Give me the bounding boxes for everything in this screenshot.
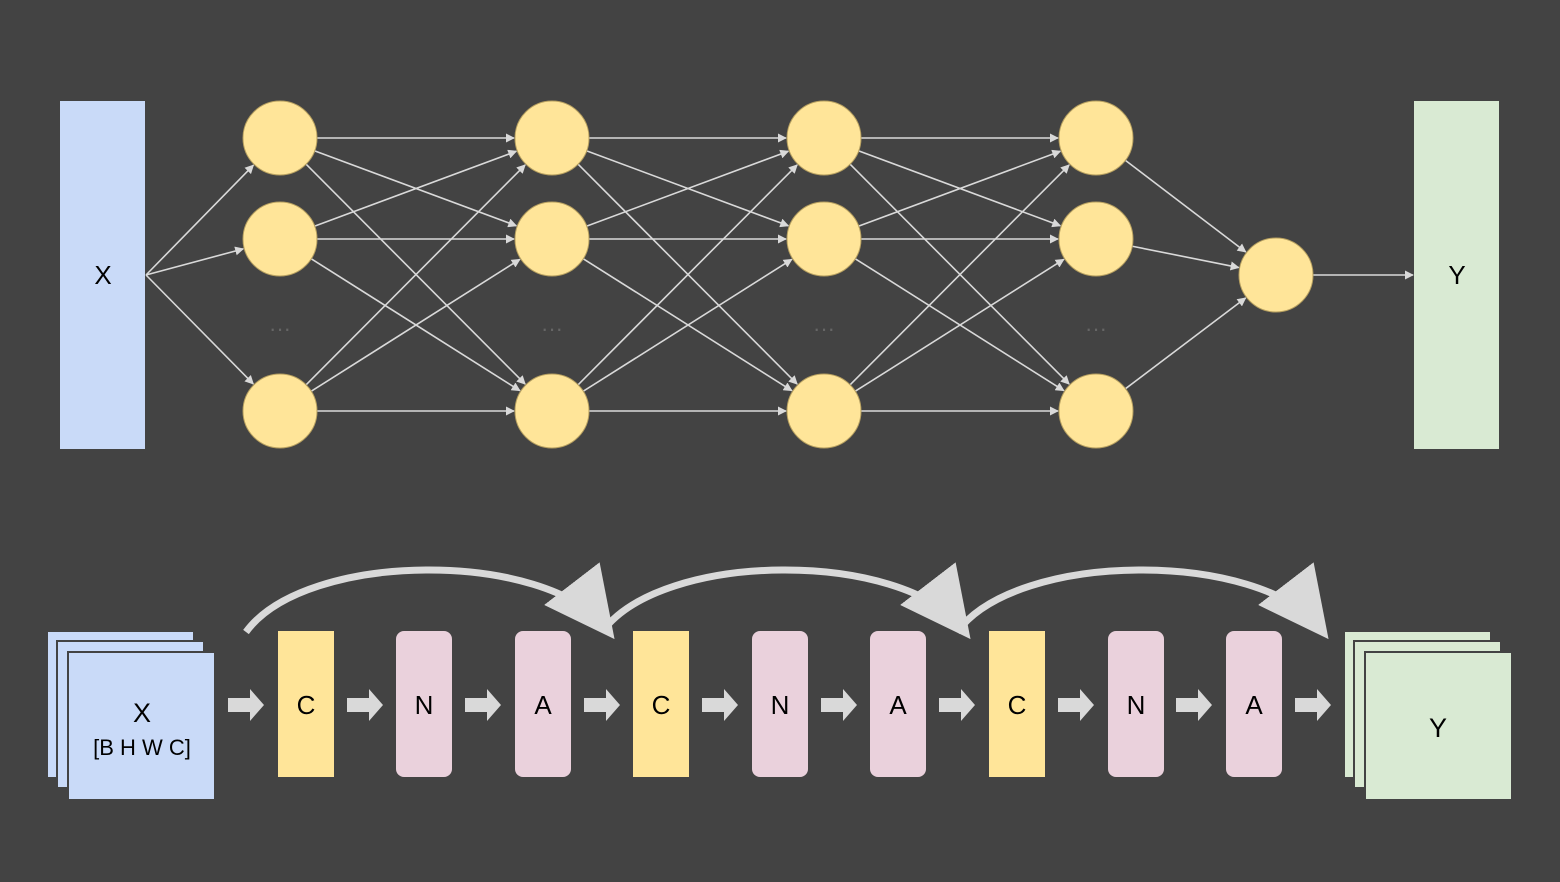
convnet-block-9-label: A	[1245, 690, 1263, 720]
mlp-edge-l4n0-to-out	[1124, 159, 1247, 253]
convnet-block-3-label: A	[534, 690, 552, 720]
mlp-neuron-layer2-3	[514, 373, 590, 449]
mlp-edge-l4n2-to-out	[1125, 297, 1247, 390]
mlp-output-neuron	[1238, 237, 1314, 313]
mlp-ellipsis-layer-2: ···	[541, 316, 563, 341]
convnet-block-8-label: N	[1127, 690, 1146, 720]
convnet-input-label: X	[133, 698, 151, 728]
mlp-neuron-layer3-1	[786, 100, 862, 176]
mlp-input-block	[60, 101, 145, 449]
mlp-neuron-layer1-3	[242, 373, 318, 449]
mlp-neuron-layer4-1	[1058, 100, 1134, 176]
convnet-block-7-label: C	[1008, 690, 1027, 720]
convnet-skip-connections	[243, 562, 1329, 640]
convnet-block-5-label: N	[771, 690, 790, 720]
mlp-edge-l3n1-l4n0	[858, 149, 1062, 227]
mlp-neurons	[242, 100, 1314, 449]
convnet-block-9-act	[1226, 631, 1282, 777]
mlp-neuron-layer1-2	[242, 201, 318, 277]
mlp-neuron-layer2-2	[514, 201, 590, 277]
mlp-neuron-layer3-2	[786, 201, 862, 277]
convnet-block-6-label: A	[889, 690, 907, 720]
mlp-edge-l1n1-l2n0	[314, 149, 518, 227]
mlp-edge-l3n2-l4n1	[854, 258, 1065, 392]
convnet-output-label: Y	[1429, 713, 1447, 743]
mlp-edge-input-to-l1-n2	[145, 274, 254, 385]
convnet-flow-arrow-6	[821, 689, 857, 721]
convnet-block-7-conv	[989, 631, 1045, 777]
convnet-skip-arrow-2	[599, 562, 971, 640]
convnet-flow-arrow-7	[939, 689, 975, 721]
mlp-edge-l4n1-to-out	[1132, 245, 1240, 271]
mlp-neuron-layer1-1	[242, 100, 318, 176]
mlp-connections	[145, 133, 1414, 416]
convnet-skip-arrow-3	[954, 562, 1329, 640]
mlp-edge-l3n2-l4n0	[849, 164, 1070, 386]
mlp-edge-l2n2-l3n0	[577, 164, 798, 386]
convnet-block-8-norm	[1108, 631, 1164, 777]
mlp-ellipsis-layer-3: ···	[813, 316, 835, 341]
mlp-edge-l1n2-l2n1	[310, 258, 521, 392]
convnet-block-2-norm	[396, 631, 452, 777]
convnet-flow-arrow-10	[1295, 689, 1331, 721]
mlp-neuron-layer4-3	[1058, 373, 1134, 449]
convnet-flow-arrow-4	[584, 689, 620, 721]
mlp-edge-input-to-l1-n1	[145, 246, 245, 276]
convnet-block-4-conv	[633, 631, 689, 777]
convnet-flow-arrow-2	[347, 689, 383, 721]
mlp-neuron-layer4-2	[1058, 201, 1134, 277]
mlp-output-block	[1414, 101, 1499, 449]
convnet-input-shape: [B H W C]	[93, 735, 191, 760]
convnet-flow-arrow-8	[1058, 689, 1094, 721]
mlp-neuron-layer2-1	[514, 100, 590, 176]
convnet-block-3-act	[515, 631, 571, 777]
convnet-flow-arrow-5	[702, 689, 738, 721]
convnet-flow-arrow-1	[228, 689, 264, 721]
convnet-input-stack	[46, 630, 216, 801]
mlp-ellipsis-layer-1: ···	[269, 316, 291, 341]
convnet-output-stack	[1343, 630, 1513, 801]
mlp-output-label: Y	[1448, 260, 1465, 290]
convnet-flow-arrow-9	[1176, 689, 1212, 721]
convnet-block-4-label: C	[652, 690, 671, 720]
convnet-flow-arrow-3	[465, 689, 501, 721]
mlp-edge-l2n1-l3n0	[586, 149, 790, 227]
convnet-block-1-conv	[278, 631, 334, 777]
mlp-edge-l2n2-l3n1	[582, 258, 793, 392]
mlp-edge-input-to-l1-n0	[145, 164, 255, 276]
convnet-block-6-act	[870, 631, 926, 777]
convnet-block-1-label: C	[297, 690, 316, 720]
mlp-edge-l1n2-l2n0	[305, 164, 526, 386]
convnet-block-2-label: N	[415, 690, 434, 720]
convnet-skip-arrow-1	[243, 562, 615, 640]
mlp-input-label: X	[94, 260, 111, 290]
convnet-flow-arrows	[228, 689, 1331, 721]
convnet-block-5-norm	[752, 631, 808, 777]
mlp-neuron-layer3-3	[786, 373, 862, 449]
mlp-ellipsis-layer-4: ···	[1085, 316, 1107, 341]
